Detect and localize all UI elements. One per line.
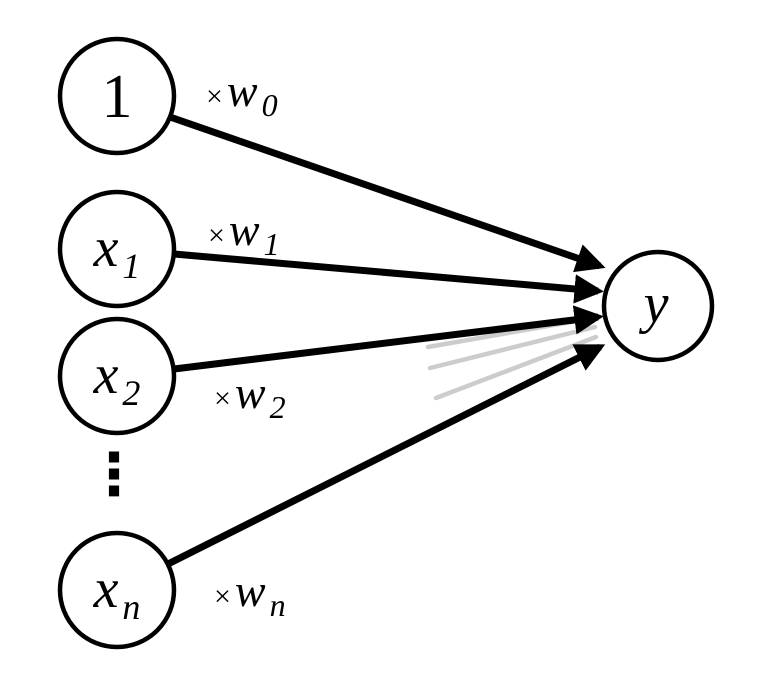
faded-edge-2 — [427, 324, 598, 371]
node-y-text: y — [639, 273, 669, 335]
weight-w2-base: w — [235, 367, 266, 418]
edges-group — [166, 113, 606, 568]
weight-w1-times: × — [208, 219, 225, 252]
node-y-circle — [601, 249, 715, 363]
weight-wn-times: × — [214, 580, 231, 613]
faded-edge-3 — [433, 334, 599, 401]
weight-wn-sub: n — [270, 587, 286, 623]
edge-x1-to-y — [173, 250, 604, 304]
node-xn-base: x — [93, 558, 119, 620]
node-x1-sub: 1 — [122, 246, 140, 286]
weight-w0-sub: 0 — [262, 87, 278, 123]
node-x2-sub: 2 — [122, 373, 140, 413]
weight-w1-base: w — [229, 204, 260, 255]
weight-wn-base: w — [235, 565, 266, 616]
edge-xn-to-y — [166, 343, 606, 568]
node-x2: x 2 — [57, 316, 177, 436]
node-bias-label: 1 — [102, 63, 133, 131]
edge-bias-to-y — [168, 113, 606, 273]
node-xn-label: x n — [93, 558, 141, 627]
node-x1: x 1 — [57, 189, 177, 309]
node-xn: x n — [57, 530, 177, 650]
node-xn-circle — [57, 530, 177, 650]
node-x2-base: x — [93, 344, 119, 406]
node-x2-circle — [57, 316, 177, 436]
weight-w1-sub: 1 — [264, 226, 280, 262]
weight-w0-times: × — [206, 80, 223, 113]
node-y-label: y — [639, 273, 669, 335]
weight-label-wn: × w n — [214, 565, 286, 623]
node-x2-label: x 2 — [93, 344, 141, 413]
weight-w0-base: w — [227, 65, 258, 116]
node-bias-circle — [57, 36, 177, 156]
weight-label-w0: × w 0 — [206, 65, 278, 123]
node-bias-text: 1 — [102, 63, 133, 131]
weight-label-w2: × w 2 — [214, 367, 286, 425]
edge-x2-to-y — [173, 305, 604, 373]
weight-labels-group: × w 0 × w 1 × w 2 × w n — [206, 65, 286, 623]
node-xn-sub: n — [122, 587, 140, 627]
node-x1-circle — [57, 189, 177, 309]
node-x1-base: x — [93, 217, 119, 279]
weight-w2-times: × — [214, 382, 231, 415]
node-bias: 1 — [57, 36, 177, 156]
weight-w2-sub: 2 — [270, 389, 286, 425]
node-x1-label: x 1 — [93, 217, 141, 286]
vertical-ellipsis: ⋮ — [85, 440, 143, 508]
node-y: y — [601, 249, 715, 363]
weight-label-w1: × w 1 — [208, 204, 280, 262]
